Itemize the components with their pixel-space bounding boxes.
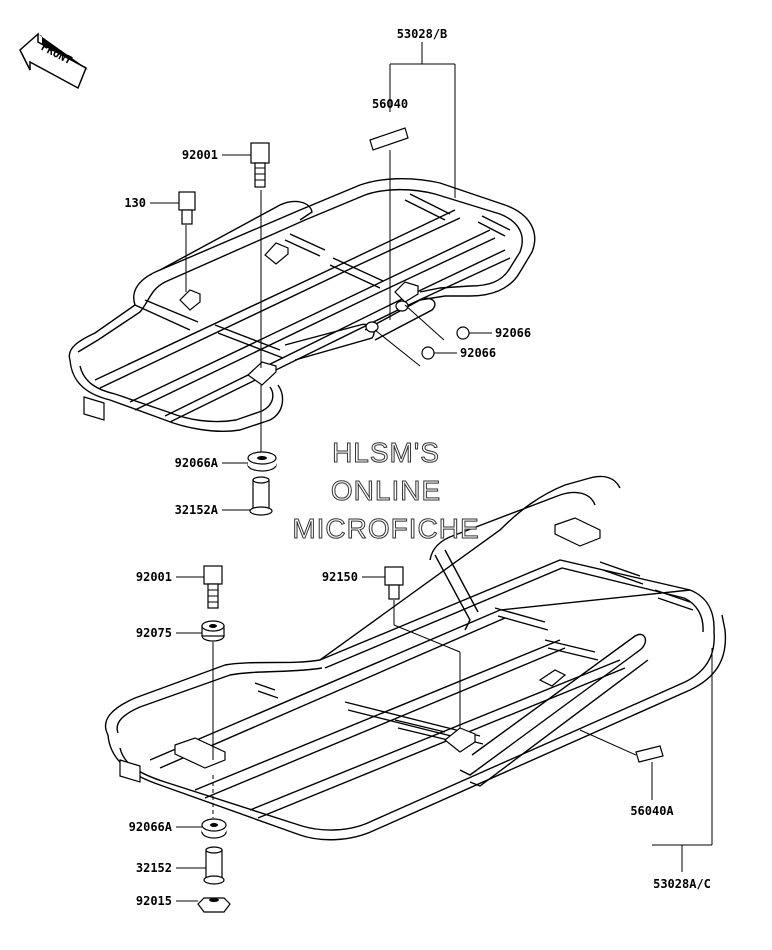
cushion-92066A-top bbox=[247, 451, 277, 472]
watermark-line-1: HLSM'S bbox=[332, 437, 440, 468]
label-92001-top: 92001 bbox=[182, 148, 218, 162]
front-arrow-icon: FRONT bbox=[19, 32, 88, 90]
label-32152: 32152 bbox=[136, 861, 172, 875]
label-92066-b: 92066 bbox=[460, 346, 496, 360]
label-92066A-top: 92066A bbox=[175, 456, 219, 470]
cushion-92066A-bottom bbox=[201, 818, 227, 839]
nut-92015 bbox=[197, 897, 231, 913]
lower-leader-lines bbox=[176, 576, 713, 902]
label-92066-a: 92066 bbox=[495, 326, 531, 340]
label-92001-bottom: 92001 bbox=[136, 570, 172, 584]
label-53028-b: 53028/B bbox=[397, 27, 448, 41]
grommet-92075 bbox=[201, 620, 225, 642]
cap-92066-b bbox=[421, 346, 435, 360]
watermark-line-3: MICROFICHE bbox=[292, 513, 479, 544]
label-92015: 92015 bbox=[136, 894, 172, 908]
decal-56040A bbox=[635, 745, 664, 763]
label-53028A-C: 53028A/C bbox=[653, 877, 711, 891]
label-92150: 92150 bbox=[322, 570, 358, 584]
upper-rack-drawing bbox=[68, 177, 536, 432]
decal-56040 bbox=[369, 127, 409, 151]
cap-92066-a bbox=[456, 326, 470, 340]
watermark-line-2: ONLINE bbox=[331, 475, 441, 506]
bolt-92001-bottom bbox=[203, 565, 223, 609]
collar-32152 bbox=[203, 846, 225, 885]
label-130: 130 bbox=[124, 196, 146, 210]
watermark: HLSM'S ONLINE MICROFICHE bbox=[292, 437, 479, 545]
collar-32152A bbox=[249, 476, 273, 516]
label-92075: 92075 bbox=[136, 626, 172, 640]
upper-leader-lines bbox=[150, 42, 492, 511]
label-56040A: 56040A bbox=[630, 804, 674, 818]
bolt-92150 bbox=[384, 566, 404, 600]
bolt-130 bbox=[178, 191, 196, 225]
label-92066A-bottom: 92066A bbox=[129, 820, 173, 834]
lower-rack-drawing bbox=[104, 475, 727, 841]
label-56040: 56040 bbox=[372, 97, 408, 111]
part-labels: 53028/B 56040 92001 130 92066 92066 9206… bbox=[124, 27, 711, 908]
label-32152A: 32152A bbox=[175, 503, 219, 517]
bolt-92001-top bbox=[250, 142, 270, 188]
